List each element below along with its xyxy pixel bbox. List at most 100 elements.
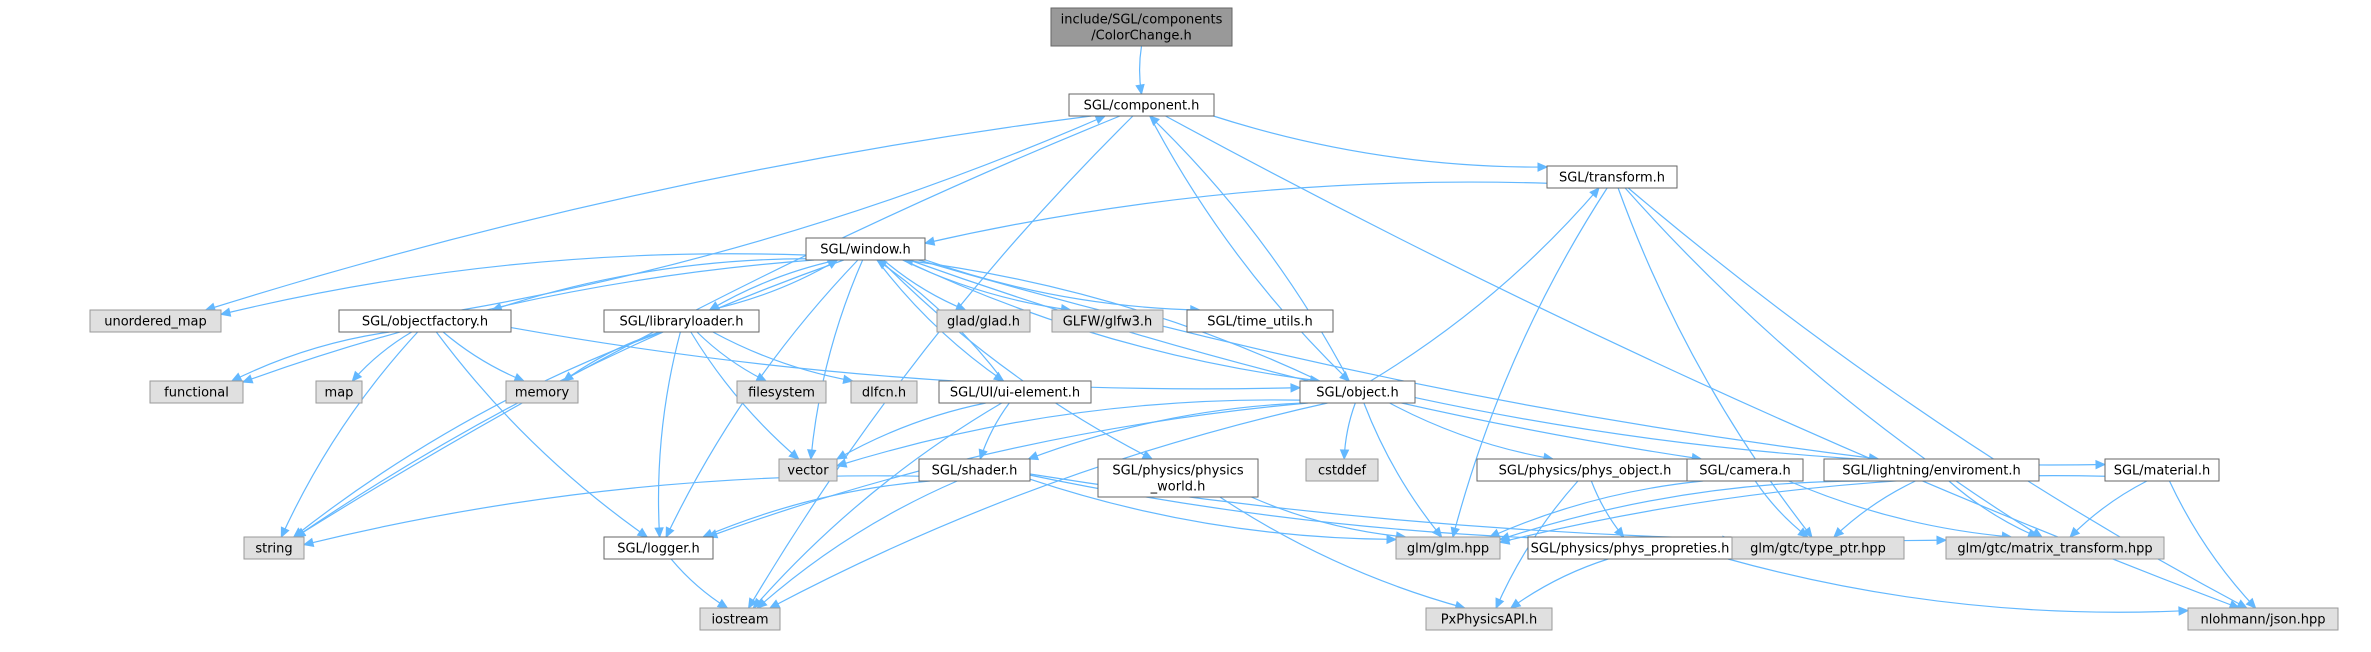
- node-functional: functional: [149, 380, 244, 404]
- edge-ui_element-to-vector: [835, 402, 986, 460]
- edge-line: [1370, 187, 1600, 382]
- node-label: SGL/camera.h: [1699, 464, 1790, 479]
- node-box: [1305, 458, 1379, 482]
- node-box: [338, 309, 512, 333]
- edge-arrowhead: [1135, 83, 1145, 96]
- edge-line: [810, 259, 864, 460]
- edge-arrowhead: [1498, 535, 1511, 545]
- edge-arrowhead: [1495, 597, 1505, 610]
- edge-line: [461, 115, 1106, 311]
- edge-component-to-transform: [1213, 115, 1549, 172]
- edge-line: [1788, 480, 2012, 538]
- node-cstddef: cstddef: [1305, 458, 1379, 482]
- node-object[interactable]: SGL/object.h: [1299, 380, 1416, 404]
- edge-line: [510, 326, 1301, 390]
- edge-line: [1028, 402, 1304, 460]
- node-label: SGL/object.h: [1316, 386, 1398, 401]
- edge-line: [707, 402, 1309, 538]
- node-lightning[interactable]: SGL/lightning/enviroment.h: [1823, 458, 2040, 482]
- edges-layer: [204, 45, 2257, 616]
- node-label: SGL/lightning/enviroment.h: [1842, 464, 2020, 479]
- edge-line: [492, 258, 807, 311]
- node-glfw: GLFW/glfw3.h: [1051, 309, 1164, 333]
- edge-line: [2069, 480, 2148, 538]
- edge-line: [295, 115, 1121, 538]
- node-label: glm/gtc/type_ptr.hpp: [1750, 542, 1886, 557]
- node-libraryloader[interactable]: SGL/libraryloader.h: [603, 309, 760, 333]
- node-material[interactable]: SGL/material.h: [2104, 458, 2220, 482]
- edge-line: [876, 259, 1004, 382]
- node-window[interactable]: SGL/window.h: [805, 237, 926, 261]
- node-box: [505, 380, 579, 404]
- edge-line: [752, 402, 1002, 609]
- node-box: [1731, 536, 1905, 560]
- edge-material-to-matrix_transform: [2069, 480, 2148, 538]
- edge-component-to-unordered_map: [204, 115, 1092, 312]
- edge-objectfactory-to-logger: [435, 331, 649, 538]
- edge-transform-to-window: [923, 181, 1548, 246]
- node-label: /ColorChange.h: [1091, 29, 1191, 44]
- node-box: [1097, 458, 1259, 498]
- edge-arrowhead: [2095, 459, 2107, 470]
- edge-shader-to-logger: [701, 480, 930, 538]
- node-label: SGL/window.h: [820, 243, 910, 258]
- edge-arrowhead: [835, 458, 848, 468]
- node-box: [1051, 309, 1164, 333]
- node-phys-propreties[interactable]: SGL/physics/phys_propreties.h: [1527, 536, 1733, 560]
- edge-arrowhead: [351, 370, 363, 382]
- node-label: vector: [787, 464, 829, 479]
- node-box: [850, 380, 918, 404]
- node-string: string: [243, 536, 305, 560]
- node-json: nlohmann/json.hpp: [2187, 607, 2339, 631]
- node-transform[interactable]: SGL/transform.h: [1546, 165, 1678, 189]
- node-camera[interactable]: SGL/camera.h: [1686, 458, 1804, 482]
- node-box: [1823, 458, 2040, 482]
- nodes-layer: include/SGL/components/ColorChange.hSGL/…: [89, 7, 2339, 631]
- node-label: iostream: [711, 613, 768, 628]
- edge-arrowhead: [513, 372, 526, 382]
- node-logger[interactable]: SGL/logger.h: [603, 536, 714, 560]
- edge-camera-to-glm: [1488, 480, 1704, 538]
- edge-line: [220, 253, 807, 315]
- edge-lightning-to-type_ptr: [1833, 480, 1916, 538]
- node-box: [778, 458, 838, 482]
- edge-shader-to-glm: [1029, 478, 1398, 545]
- edge-line: [924, 181, 1548, 244]
- node-dlfcn: dlfcn.h: [850, 380, 918, 404]
- edge-line: [1624, 187, 2043, 538]
- edge-line: [712, 331, 853, 382]
- edge-objectfactory-to-functional: [230, 331, 390, 382]
- edge-component-to-object: [1149, 115, 1351, 382]
- edge-line: [242, 259, 815, 383]
- node-physx: PxPhysicsAPI.h: [1425, 607, 1553, 631]
- node-root[interactable]: include/SGL/components/ColorChange.h: [1050, 7, 1233, 47]
- node-label: SGL/material.h: [2114, 464, 2211, 479]
- edge-component-to-json: [1165, 115, 2241, 610]
- edge-arrowhead: [768, 599, 781, 609]
- edge-arrowhead: [1386, 534, 1398, 545]
- node-label: cstddef: [1318, 464, 1367, 479]
- node-box: [805, 237, 926, 261]
- node-time-utils[interactable]: SGL/time_utils.h: [1186, 309, 1334, 333]
- node-phys-object[interactable]: SGL/physics/phys_object.h: [1476, 458, 1694, 482]
- edge-libraryloader-to-logger: [654, 331, 681, 539]
- node-label: SGL/shader.h: [932, 464, 1018, 479]
- edge-arrowhead: [1148, 115, 1160, 127]
- node-matrix-transform: glm/gtc/matrix_transform.hpp: [1945, 536, 2165, 560]
- edge-arrowhead: [292, 527, 305, 538]
- node-shader[interactable]: SGL/shader.h: [918, 458, 1031, 482]
- node-ui-element[interactable]: SGL/UI/ui-element.h: [938, 380, 1092, 404]
- node-box: [89, 309, 222, 333]
- node-objectfactory[interactable]: SGL/objectfactory.h: [338, 309, 512, 333]
- node-component[interactable]: SGL/component.h: [1068, 93, 1215, 117]
- node-label: glad/glad.h: [947, 315, 1020, 330]
- edge-window-to-lightning: [918, 259, 1880, 463]
- edge-line: [205, 115, 1092, 311]
- node-physics-world[interactable]: SGL/physics/physics_world.h: [1097, 458, 1259, 498]
- edge-object-to-transform: [1370, 187, 1600, 382]
- edge-line: [442, 331, 525, 382]
- node-box: [2104, 458, 2220, 482]
- edge-arrowhead: [2178, 606, 2190, 616]
- edge-object-to-iostream: [768, 402, 1328, 609]
- node-filesystem: filesystem: [736, 380, 827, 404]
